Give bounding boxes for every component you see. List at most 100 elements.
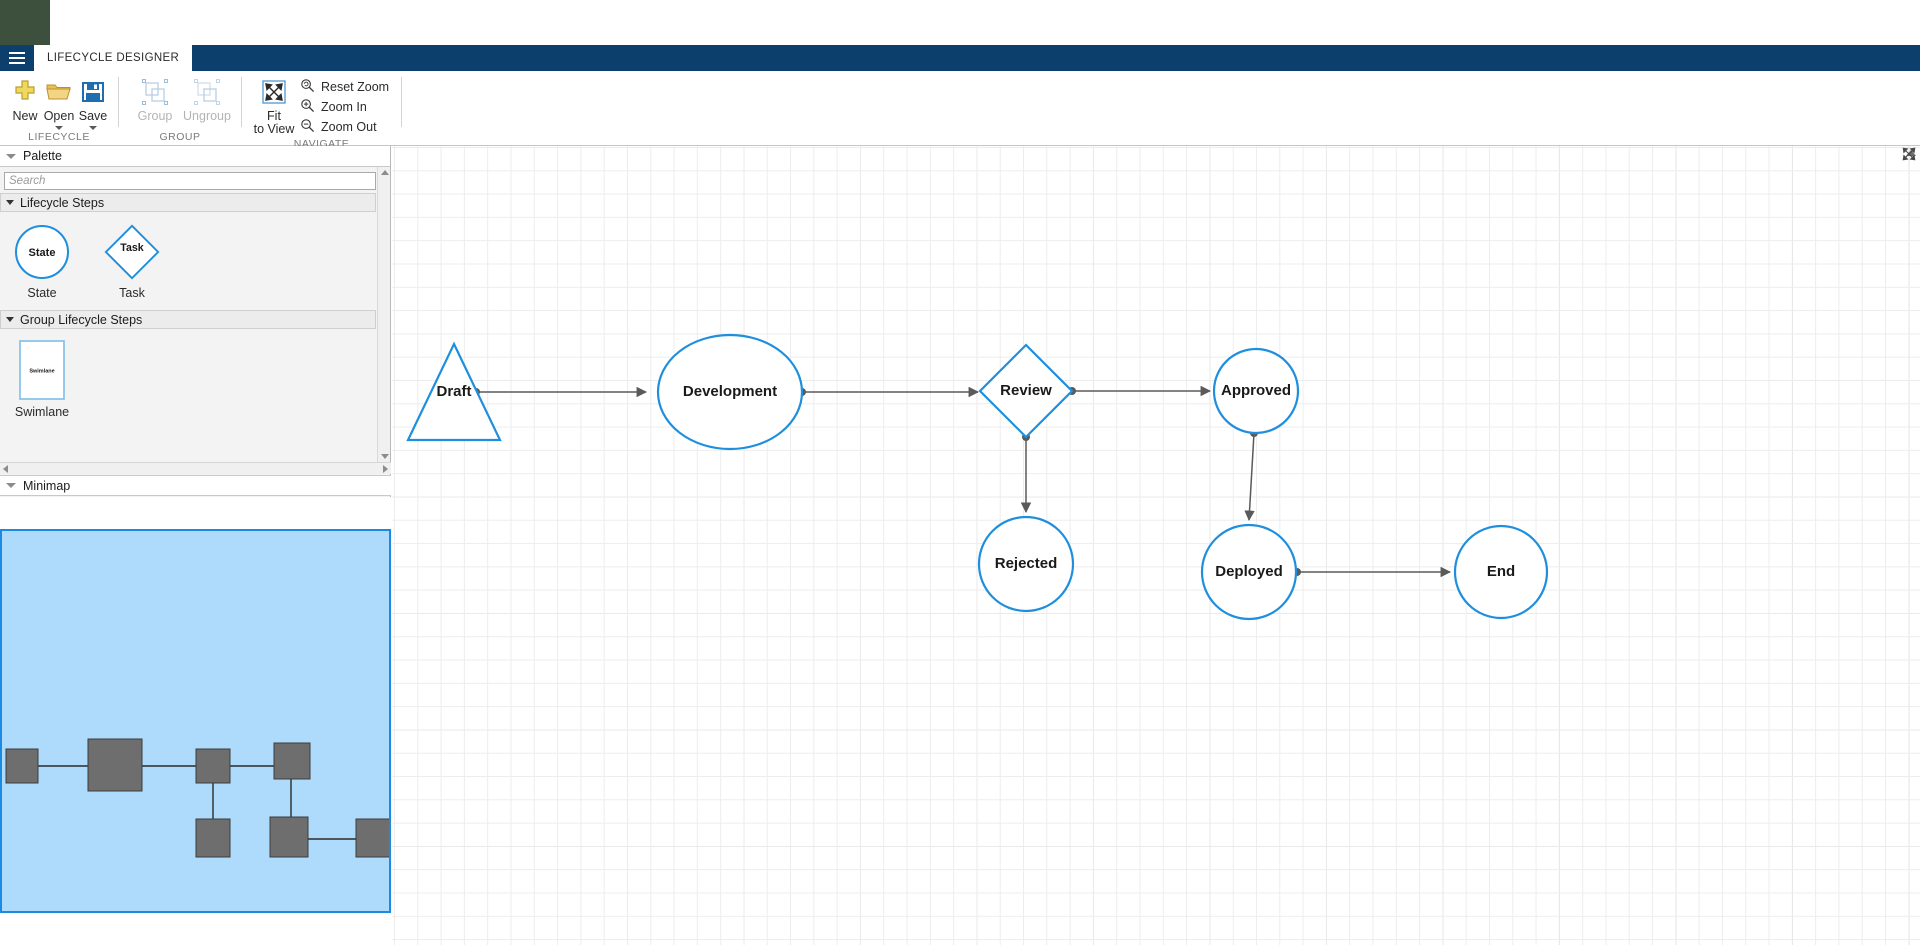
expand-arrows-icon bbox=[1902, 147, 1916, 161]
minimap-graph bbox=[5, 738, 389, 858]
edge-review-approved[interactable] bbox=[1068, 385, 1212, 397]
edge-development-review[interactable] bbox=[798, 386, 980, 398]
edge-review-rejected[interactable] bbox=[1020, 433, 1032, 514]
node-development[interactable]: Development bbox=[656, 333, 804, 451]
palette-item-state[interactable]: State State bbox=[6, 222, 78, 300]
chevron-down-icon[interactable] bbox=[6, 200, 14, 205]
edge-deployed-end[interactable] bbox=[1293, 566, 1452, 578]
scroll-left-arrow-icon[interactable] bbox=[3, 464, 8, 473]
hamburger-menu-icon[interactable] bbox=[0, 45, 34, 71]
palette-item-caption: Task bbox=[119, 286, 145, 300]
ribbon-separator bbox=[241, 77, 242, 127]
ungroup-button-label: Ungroup bbox=[183, 109, 231, 123]
edge-approved-deployed[interactable] bbox=[1244, 429, 1258, 522]
palette-items-lifecycle-steps: State State Task Task bbox=[0, 212, 390, 300]
minimap-canvas[interactable] bbox=[0, 497, 391, 945]
node-label: End bbox=[1487, 563, 1515, 580]
ribbon-separator bbox=[401, 77, 403, 127]
plus-icon bbox=[12, 77, 38, 107]
node-review[interactable]: Review bbox=[978, 343, 1074, 439]
ribbon-group-navigate: Fit to View Reset Zoom bbox=[242, 71, 401, 150]
ribbon-separator bbox=[118, 77, 119, 127]
swimlane-rect-icon: Swimlane bbox=[12, 339, 72, 401]
node-label: Draft bbox=[436, 383, 471, 400]
chevron-down-icon[interactable] bbox=[55, 126, 63, 130]
node-deployed[interactable]: Deployed bbox=[1200, 523, 1298, 621]
palette-shape-label: Task bbox=[120, 242, 144, 254]
node-approved[interactable]: Approved bbox=[1212, 347, 1300, 435]
palette-shape-label: State bbox=[29, 247, 56, 259]
diagram-graph: Draft Development Review Approved Reject bbox=[406, 333, 1549, 621]
ribbon-group-lifecycle: New Open bbox=[0, 71, 118, 145]
node-label: Approved bbox=[1221, 382, 1291, 399]
zoom-in-icon bbox=[300, 98, 315, 116]
node-rejected[interactable]: Rejected bbox=[977, 515, 1075, 613]
fit-to-view-button[interactable]: Fit to View bbox=[252, 74, 296, 136]
reset-zoom-button[interactable]: Reset Zoom bbox=[296, 77, 393, 97]
edge-draft-development[interactable] bbox=[472, 386, 648, 398]
left-panel: Palette Lifecycle Steps State State bbox=[0, 146, 391, 945]
ribbon-group-group-label: GROUP bbox=[159, 131, 201, 143]
title-bar: LIFECYCLE DESIGNER bbox=[0, 45, 1920, 71]
group-icon bbox=[141, 77, 169, 107]
state-circle-icon: State bbox=[12, 222, 72, 282]
scroll-right-arrow-icon[interactable] bbox=[383, 464, 388, 473]
edge-layer bbox=[472, 385, 1452, 578]
zoom-in-label: Zoom In bbox=[321, 100, 367, 114]
fit-to-view-label-line1: Fit bbox=[267, 109, 281, 123]
node-layer: Draft Development Review Approved Reject bbox=[406, 333, 1549, 621]
open-button-label: Open bbox=[43, 109, 75, 123]
zoom-in-button[interactable]: Zoom In bbox=[296, 97, 393, 117]
minimap-header[interactable]: Minimap bbox=[0, 475, 391, 496]
palette-section-group-lifecycle-steps[interactable]: Group Lifecycle Steps bbox=[0, 310, 376, 329]
palette-section-lifecycle-steps[interactable]: Lifecycle Steps bbox=[0, 193, 376, 212]
zoom-reset-icon bbox=[300, 78, 315, 96]
zoom-out-button[interactable]: Zoom Out bbox=[296, 117, 393, 137]
palette-title: Palette bbox=[23, 149, 62, 163]
palette-section-label: Group Lifecycle Steps bbox=[20, 312, 143, 327]
chevron-down-icon[interactable] bbox=[6, 483, 16, 488]
save-button[interactable]: Save bbox=[76, 74, 110, 130]
floppy-disk-icon bbox=[81, 77, 105, 107]
chevron-down-icon[interactable] bbox=[6, 153, 16, 159]
palette-vertical-scrollbar[interactable] bbox=[377, 167, 390, 462]
palette-items-group-lifecycle-steps: Swimlane Swimlane bbox=[0, 329, 390, 419]
palette-item-swimlane[interactable]: Swimlane Swimlane bbox=[6, 339, 78, 419]
ribbon-group-lifecycle-label: LIFECYCLE bbox=[28, 131, 90, 143]
chevron-down-icon[interactable] bbox=[6, 317, 14, 322]
new-button[interactable]: New bbox=[8, 74, 42, 123]
desktop-backdrop bbox=[0, 0, 1920, 45]
node-label: Development bbox=[683, 383, 777, 400]
save-button-label: Save bbox=[78, 109, 108, 123]
scroll-down-arrow-icon[interactable] bbox=[381, 454, 389, 459]
canvas-expand-button[interactable] bbox=[1902, 147, 1916, 166]
palette-item-task[interactable]: Task Task bbox=[96, 222, 168, 300]
tab-lifecycle-designer[interactable]: LIFECYCLE DESIGNER bbox=[34, 45, 193, 71]
palette-item-caption: State bbox=[27, 286, 57, 300]
zoom-out-icon bbox=[300, 118, 315, 136]
chevron-down-icon[interactable] bbox=[89, 126, 97, 130]
palette-header[interactable]: Palette bbox=[0, 146, 390, 167]
palette-item-caption: Swimlane bbox=[14, 405, 70, 419]
ungroup-button[interactable]: Ungroup bbox=[181, 74, 233, 123]
group-button-label: Group bbox=[137, 109, 173, 123]
node-label: Review bbox=[1000, 382, 1052, 399]
node-label: Rejected bbox=[995, 555, 1058, 572]
ungroup-icon bbox=[193, 77, 221, 107]
navigate-small-buttons: Reset Zoom Zoom In bbox=[296, 74, 393, 137]
minimap-viewport[interactable] bbox=[0, 529, 391, 913]
minimap-title: Minimap bbox=[23, 478, 71, 493]
palette-shape-label: Swimlane bbox=[29, 368, 54, 374]
desktop-backdrop-accent bbox=[0, 0, 50, 45]
diagram-canvas[interactable]: Draft Development Review Approved Reject bbox=[392, 146, 1920, 945]
open-button[interactable]: Open bbox=[42, 74, 76, 130]
palette-search-row bbox=[0, 167, 390, 193]
folder-icon bbox=[45, 77, 73, 107]
scroll-up-arrow-icon[interactable] bbox=[381, 170, 389, 175]
group-button[interactable]: Group bbox=[129, 74, 181, 123]
reset-zoom-label: Reset Zoom bbox=[321, 80, 390, 94]
node-draft[interactable]: Draft bbox=[406, 341, 502, 442]
palette-horizontal-scrollbar[interactable] bbox=[0, 462, 391, 474]
node-end[interactable]: End bbox=[1453, 524, 1549, 620]
search-input[interactable] bbox=[4, 172, 376, 190]
